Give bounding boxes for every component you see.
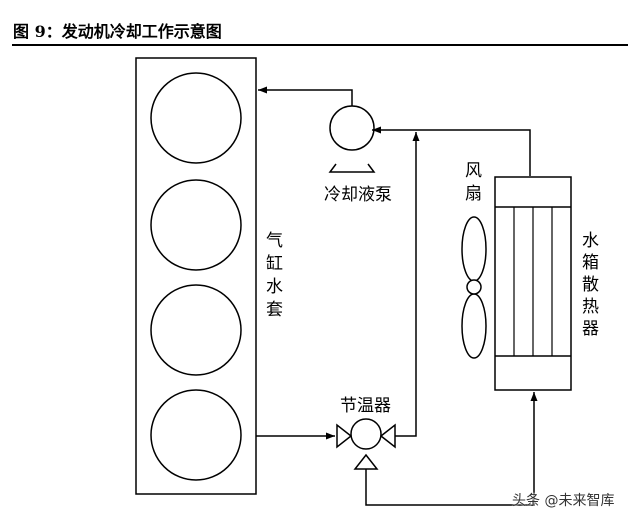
svg-text:扇: 扇 [465,184,482,204]
fan-hub [466,279,482,295]
cylinder-4 [150,389,242,481]
svg-text:器: 器 [582,319,599,339]
flow-pump-to-engine [258,86,353,106]
label-thermostat: 节温器 [340,396,391,416]
label-radiator: 水 箱 散 热 器 [582,231,599,339]
flow-thermostat-bypass [393,132,420,437]
thermostat [336,418,396,470]
label-coolant-pump: 冷却液泵 [324,185,392,205]
cylinder-2 [150,179,242,271]
svg-text:水: 水 [582,231,599,251]
fan-blade-upper [461,216,487,282]
engine-block [135,57,257,495]
svg-text:缸: 缸 [266,253,283,274]
flow-thermostat-to-radiator [365,392,538,506]
svg-text:箱: 箱 [582,253,599,273]
svg-text:风: 风 [465,161,482,181]
watermark: 头条 @未来智库 [512,493,615,509]
fan-blade-lower [461,293,487,359]
title-divider [12,44,628,46]
cylinder-3 [150,284,242,376]
svg-text:气: 气 [266,231,283,251]
label-fan: 风 扇 [465,161,482,204]
cylinder-1 [150,72,242,164]
flow-radiator-to-pump [372,126,531,176]
svg-text:水: 水 [266,277,283,297]
figure-title: 图 9：发动机冷却工作示意图 [13,22,222,41]
fan [461,216,487,359]
svg-text:套: 套 [266,300,283,320]
coolant-pump [328,105,376,173]
radiator [494,176,572,391]
svg-text:散: 散 [582,275,599,295]
svg-text:热: 热 [582,297,599,317]
label-cylinder-jacket: 气 缸 水 套 [266,231,283,320]
